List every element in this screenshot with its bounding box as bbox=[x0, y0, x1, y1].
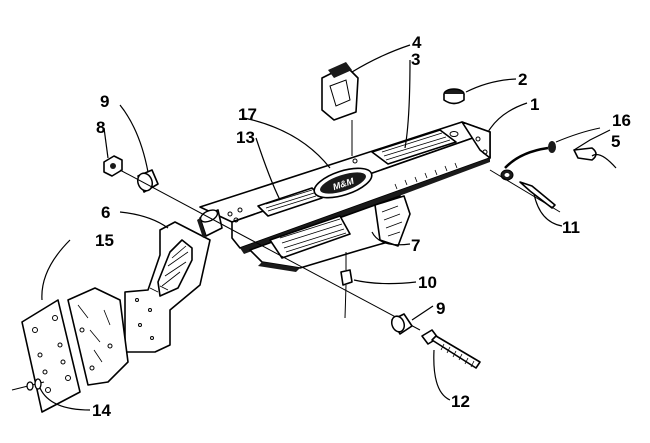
callout-11: 11 bbox=[562, 218, 580, 237]
callout-1: 1 bbox=[530, 95, 539, 114]
leader-lines bbox=[39, 44, 617, 411]
callout-7: 7 bbox=[411, 236, 420, 255]
callouts: 1 2 3 4 5 6 7 8 9 9 10 11 12 13 14 15 16… bbox=[92, 33, 631, 420]
callout-12: 12 bbox=[451, 392, 470, 411]
cap-plug bbox=[443, 88, 465, 137]
decal-front bbox=[269, 215, 351, 259]
bushing-lower bbox=[390, 313, 413, 335]
retainer-tab bbox=[573, 147, 597, 161]
nut-upper bbox=[103, 155, 123, 177]
callout-9-lower: 9 bbox=[436, 299, 445, 318]
callout-10: 10 bbox=[418, 273, 437, 292]
bushing-upper bbox=[136, 169, 159, 193]
bolt bbox=[421, 329, 481, 369]
cable-grommet bbox=[489, 169, 561, 213]
callout-17: 17 bbox=[238, 105, 257, 124]
callout-3: 3 bbox=[411, 50, 420, 69]
callout-6: 6 bbox=[101, 203, 110, 222]
callout-4: 4 bbox=[412, 33, 422, 52]
callout-16: 16 bbox=[612, 111, 631, 130]
callout-13: 13 bbox=[236, 128, 255, 147]
push-rivet bbox=[340, 252, 353, 319]
wire-harness bbox=[504, 127, 601, 169]
callout-14: 14 bbox=[92, 401, 111, 420]
mount-bracket bbox=[124, 209, 223, 353]
callout-8: 8 bbox=[96, 118, 105, 137]
callout-9-upper: 9 bbox=[100, 92, 109, 111]
logo-decal: M&M bbox=[313, 167, 373, 199]
callout-5: 5 bbox=[611, 132, 620, 151]
rivet bbox=[11, 378, 45, 391]
clip-fastener bbox=[321, 62, 359, 156]
callout-2: 2 bbox=[518, 70, 527, 89]
callout-15: 15 bbox=[95, 231, 114, 250]
gasket bbox=[67, 287, 129, 386]
decal-right bbox=[371, 129, 457, 165]
